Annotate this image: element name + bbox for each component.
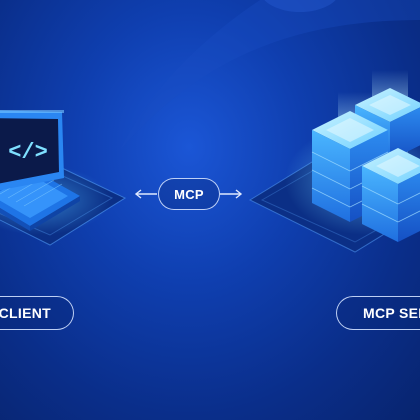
client-label: P CLIENT — [0, 296, 74, 330]
server-label-text: MCP SERV — [363, 305, 420, 321]
protocol-label-text: MCP — [174, 186, 204, 202]
bg-blob — [264, 0, 336, 12]
bg-curve — [120, 0, 420, 150]
arrow-left-icon — [134, 189, 157, 199]
protocol-label: MCP — [158, 178, 220, 210]
server-stack-icon — [311, 70, 420, 242]
server-label: MCP SERV — [336, 296, 420, 330]
arrow-right-icon — [220, 189, 243, 199]
client-label-text: P CLIENT — [0, 305, 51, 321]
laptop-icon — [0, 110, 80, 231]
code-icon: </> — [8, 140, 48, 165]
